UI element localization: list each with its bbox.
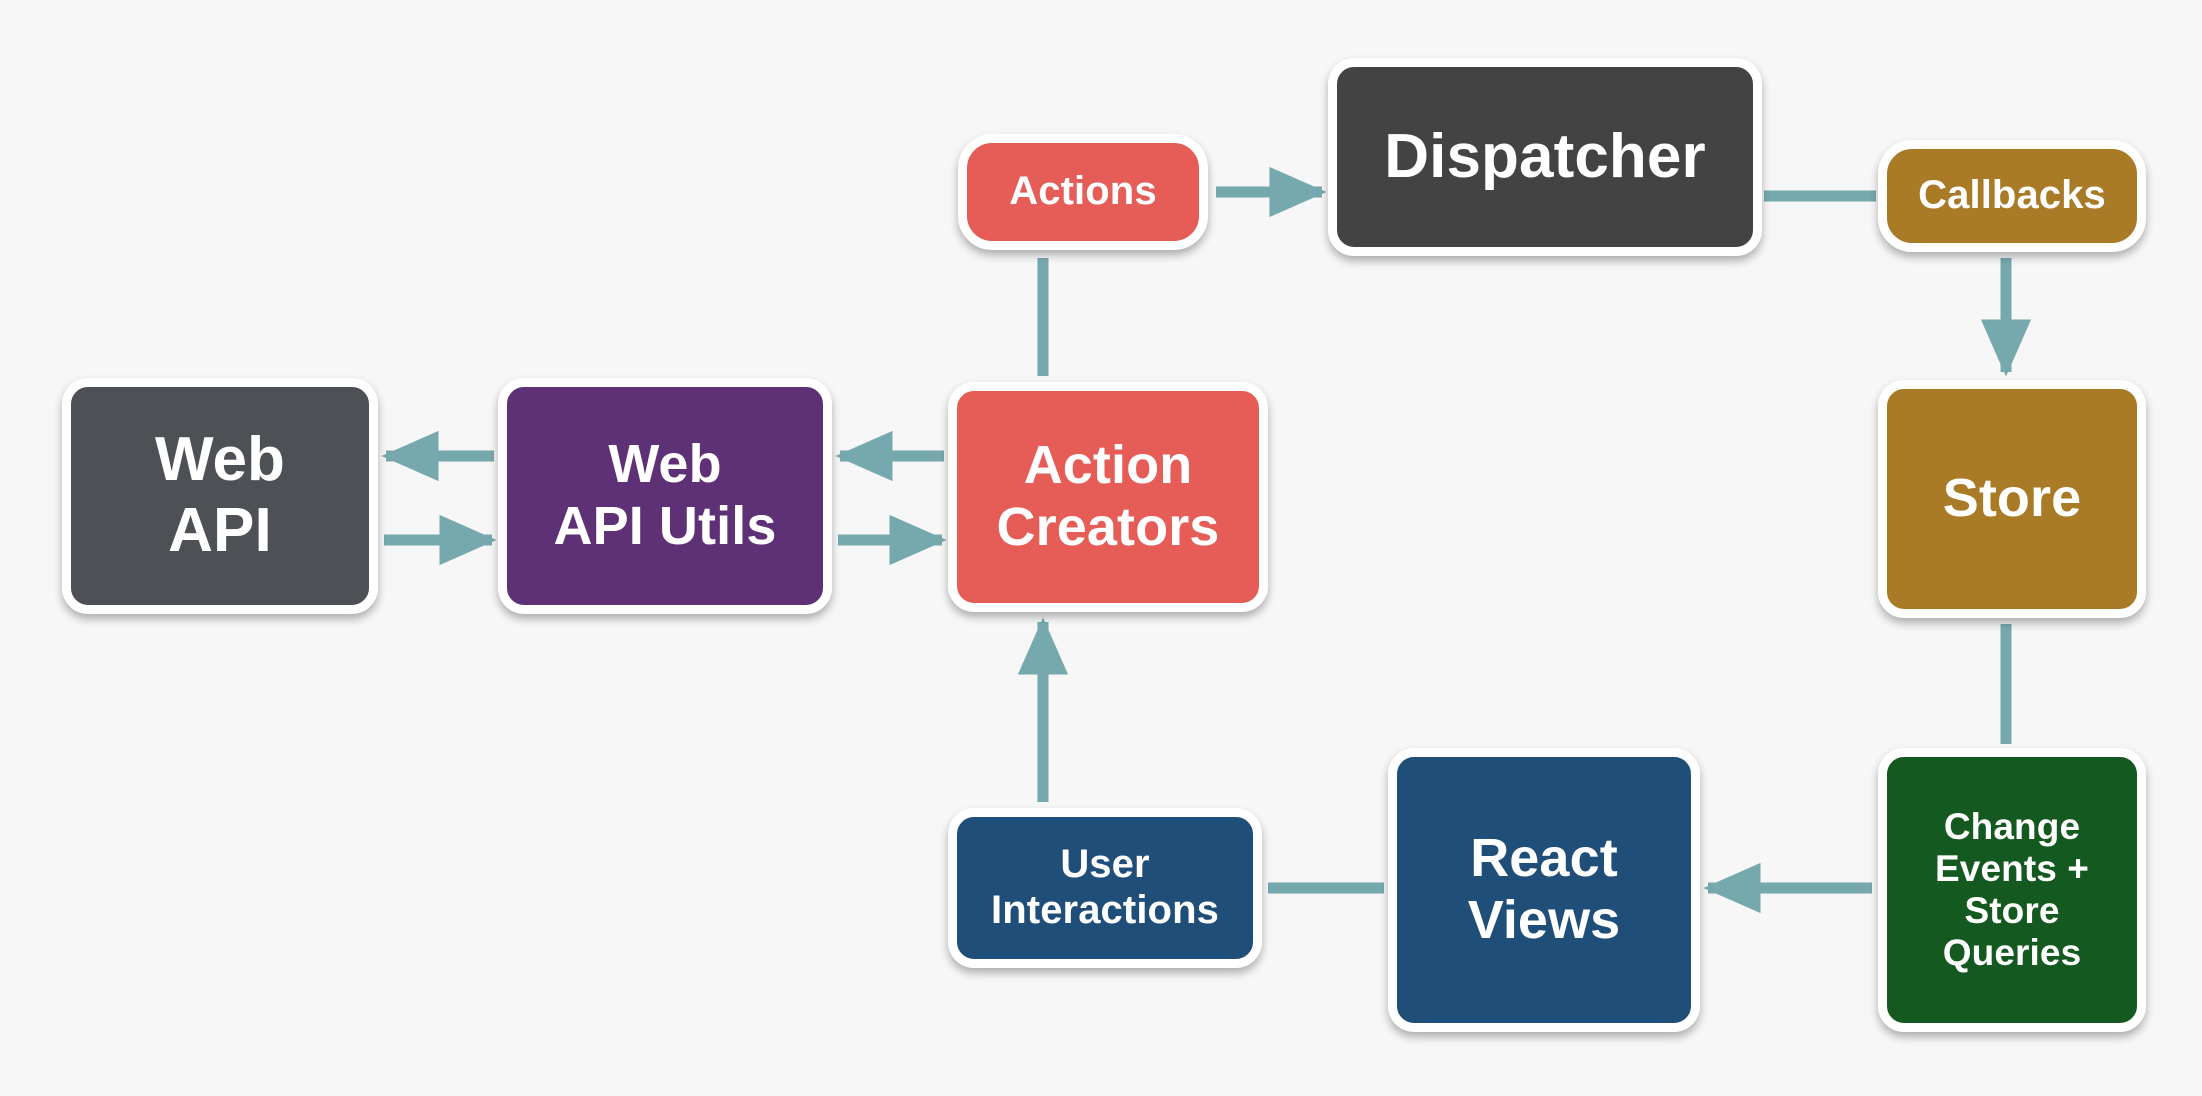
node-action-creators[interactable]: Action Creators (948, 382, 1268, 612)
node-web-api[interactable]: Web API (62, 378, 378, 614)
node-user-interactions-label: User Interactions (991, 842, 1219, 932)
node-web-api-utils[interactable]: Web API Utils (498, 378, 832, 614)
node-web-api-utils-label: Web API Utils (553, 434, 777, 556)
node-store-label: Store (1942, 468, 2082, 529)
node-store[interactable]: Store (1878, 380, 2146, 618)
node-user-interactions[interactable]: User Interactions (948, 808, 1262, 968)
node-action-creators-label: Action Creators (996, 435, 1220, 557)
node-callbacks[interactable]: Callbacks (1878, 140, 2146, 252)
node-dispatcher[interactable]: Dispatcher (1328, 58, 1762, 256)
node-callbacks-label: Callbacks (1918, 173, 2106, 218)
node-web-api-label: Web API (154, 425, 286, 565)
node-change-events-label: Change Events + Store Queries (1934, 805, 2090, 974)
node-change-events[interactable]: Change Events + Store Queries (1878, 748, 2146, 1032)
node-react-views-label: React Views (1467, 828, 1621, 950)
node-actions-label: Actions (1009, 169, 1157, 214)
node-actions[interactable]: Actions (958, 134, 1208, 250)
node-dispatcher-label: Dispatcher (1384, 121, 1706, 191)
node-react-views[interactable]: React Views (1388, 748, 1700, 1032)
